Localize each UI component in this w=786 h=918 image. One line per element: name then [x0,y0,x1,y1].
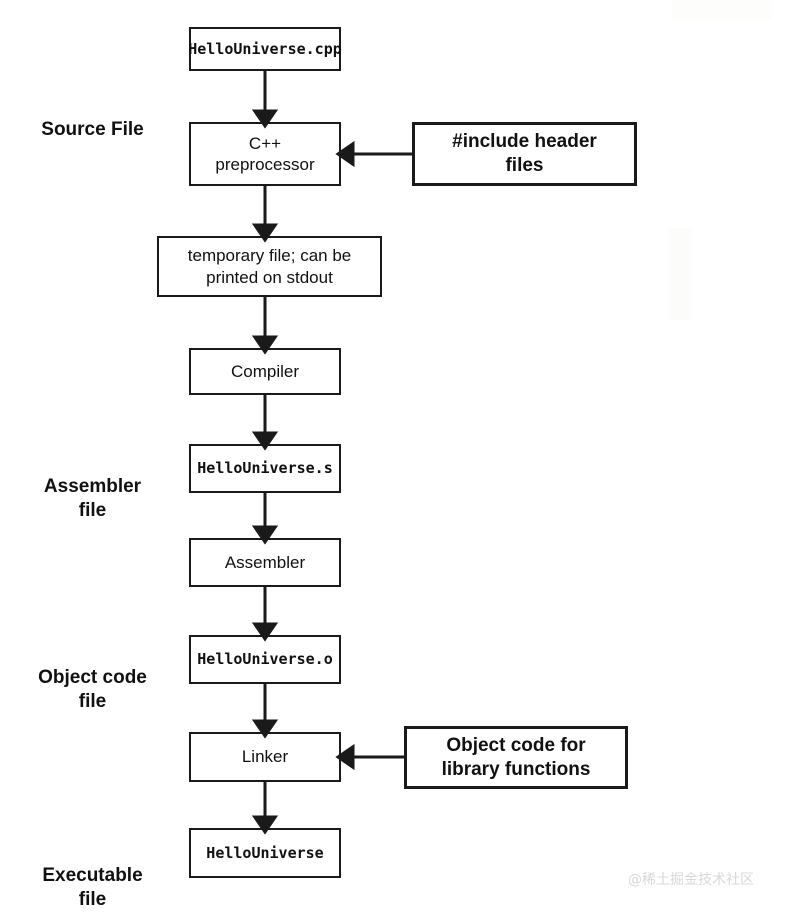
node-preprocessor-label: C++ preprocessor [215,133,315,174]
node-library-object-code: Object code for library functions [404,726,628,789]
node-assembler: Assembler [189,538,341,587]
node-assembly-file: HelloUniverse.s [189,444,341,493]
side-label-assembler-file: Assembler file [15,450,170,524]
watermark: @稀土掘金技术社区 [628,869,754,889]
side-label-executable-file-text: Executable file [42,864,143,911]
node-executable-file: HelloUniverse [189,828,341,878]
node-object-file-label: HelloUniverse.o [197,650,333,669]
node-source-file: HelloUniverse.cpp [188,27,342,71]
node-library-object-code-label: Object code for library functions [441,734,591,780]
node-compiler-label: Compiler [230,361,300,381]
side-label-object-code-file-text: Object code file [38,666,147,713]
node-temporary-file: temporary file; can be printed on stdout [157,236,382,297]
node-include-headers-label: #include header files [452,131,597,176]
side-label-assembler-file-text: Assembler file [43,475,142,522]
side-label-object-code-file: Object code file [15,641,170,715]
node-source-file-label: HelloUniverse.cpp [188,39,342,58]
watermark-text: @稀土掘金技术社区 [628,872,754,888]
node-include-headers: #include header files [412,122,637,186]
node-linker: Linker [189,732,341,782]
node-linker-label: Linker [241,747,289,767]
node-temporary-file-label: temporary file; can be printed on stdout [187,246,352,287]
side-label-source-file: Source File [15,93,170,142]
side-label-source-file-text: Source File [41,118,144,140]
node-assembly-file-label: HelloUniverse.s [197,459,333,478]
side-label-executable-file: Executable file [15,839,170,913]
node-executable-file-label: HelloUniverse [206,843,324,862]
node-assembler-label: Assembler [224,552,306,572]
